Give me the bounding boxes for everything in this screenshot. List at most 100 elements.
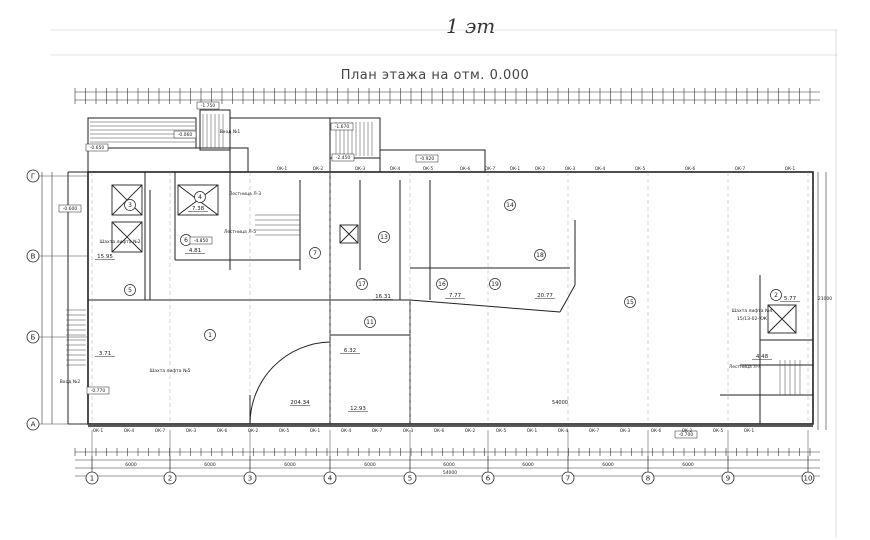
level-tag-text: -0.770 (91, 388, 106, 394)
level-tag-text: -0.060 (178, 132, 193, 138)
level-tag-box (330, 122, 354, 131)
room-number-bubble (378, 231, 390, 243)
column-axis-label: 2 (168, 475, 172, 483)
top-dimension-line (75, 91, 820, 101)
plan-note-exit-1: Вход №1 (220, 129, 241, 135)
window-tag-bottom: ОК-1 (744, 428, 755, 433)
room-number-bubble (356, 278, 368, 290)
column-axis-label: 8 (646, 475, 650, 483)
total-dimension-label: 54000 (443, 470, 457, 476)
right-dimension-lines (817, 172, 827, 430)
room-area-label: 20.77 (537, 293, 553, 299)
window-tag-top: ОК-1 (277, 166, 288, 171)
room-number-bubble (504, 199, 516, 211)
window-tag-bottom: ОК-2 (465, 428, 476, 433)
inner-grid-axes (91, 172, 809, 424)
page-frame (50, 29, 838, 538)
window-tag-bottom: ОК-5 (713, 428, 724, 433)
window-tag-bottom: ОК-3 (403, 428, 414, 433)
window-tag-bottom: ОК-5 (496, 428, 507, 433)
north-annex (87, 109, 486, 173)
room-number-bubble (436, 278, 448, 290)
room-number-bubble (194, 191, 206, 203)
room-area-label: 7.38 (192, 206, 205, 212)
window-tag-bottom: ОК-7 (589, 428, 600, 433)
left-dimension-lines (41, 172, 53, 424)
room-area-label: 6.32 (344, 348, 356, 354)
room-number-label: 13 (380, 234, 388, 241)
column-axis-label: 1 (90, 475, 94, 483)
bay-dimension-label: 6000 (522, 462, 534, 468)
column-axis-label: 4 (328, 475, 333, 483)
room-number-label: 15 (626, 299, 634, 306)
room-number-bubble (534, 249, 546, 261)
window-tag-bottom: ОК-3 (186, 428, 197, 433)
window-tag-bottom: ОК-6 (217, 428, 228, 433)
column-axis-label: 6 (486, 475, 491, 483)
window-tag-top: ОК-3 (355, 166, 366, 171)
row-axis-bubble (26, 249, 40, 263)
column-axis-bubble (561, 471, 575, 485)
column-axis-label: 3 (248, 475, 252, 483)
window-tag-top: ОК-1 (510, 166, 521, 171)
room-number-bubble (204, 329, 216, 341)
bay-dimension-label: 6000 (682, 462, 694, 468)
window-tag-bottom: ОК-1 (310, 428, 321, 433)
level-tag-box (196, 101, 220, 110)
room-number-label: 6 (184, 237, 188, 244)
level-tag-box (85, 143, 109, 152)
level-tag-box (58, 204, 82, 213)
room-number-label: 11 (366, 319, 374, 326)
window-tag-bottom: ОК-2 (682, 428, 693, 433)
row-axis-bubble (26, 330, 40, 344)
level-tag-text: -0.600 (63, 206, 78, 212)
column-axis-bubble (721, 471, 735, 485)
room-number-label: 2 (774, 292, 778, 299)
plan-note-stair-5: Лестница Л-5 (224, 229, 256, 235)
window-tag-bottom: ОК-4 (558, 428, 569, 433)
window-tag-bottom: ОК-2 (248, 428, 259, 433)
window-tag-top: ОК-6 (685, 166, 696, 171)
north-stair-hatch (90, 114, 373, 156)
bay-dimension-label: 6000 (602, 462, 614, 468)
room-number-bubble (124, 284, 136, 296)
window-tag-bottom: ОК-4 (341, 428, 352, 433)
window-tag-bottom: ОК-1 (93, 428, 104, 433)
level-tag-box (173, 130, 197, 139)
column-axis-bubble (323, 471, 337, 485)
level-tag-box (189, 236, 213, 245)
row-axis-bubble (26, 417, 40, 431)
plan-note-exit-2: Вход №2 (60, 379, 81, 385)
bay-dimension-label: 6000 (364, 462, 376, 468)
room-number-label: 18 (536, 252, 544, 259)
handwritten-floor-label: 1 эт (446, 14, 496, 38)
room-area-label: 204.34 (290, 400, 310, 406)
building-outline (67, 171, 814, 425)
plan-note-shaft-5: Шахта лифта №5 (149, 368, 190, 374)
room-number-bubble (489, 278, 501, 290)
column-axis-bubble (801, 471, 815, 485)
level-tag-box (86, 386, 110, 395)
bottom-dimension-lines (75, 451, 820, 477)
window-tag-bottom: ОК-1 (527, 428, 538, 433)
column-axis-label: 7 (566, 475, 570, 483)
window-tag-bottom: ОК-6 (651, 428, 662, 433)
room-number-label: 3 (128, 202, 132, 209)
window-tag-top: ОК-4 (390, 166, 401, 171)
level-tag-box (415, 154, 439, 163)
left-stairs (66, 214, 801, 395)
column-axis-bubble (243, 471, 257, 485)
window-tag-bottom: ОК-3 (620, 428, 631, 433)
column-axis-bubble (481, 471, 495, 485)
room-number-label: 17 (358, 281, 366, 288)
room-area-label: 4.48 (756, 354, 769, 360)
row-axis-label: А (31, 421, 36, 429)
room-number-bubble (309, 247, 321, 259)
window-tag-top: ОК-3 (565, 166, 576, 171)
window-tag-top: ОК-5 (635, 166, 646, 171)
level-tag-text: -0.700 (679, 432, 694, 438)
bay-dimension-label: 6000 (284, 462, 296, 468)
